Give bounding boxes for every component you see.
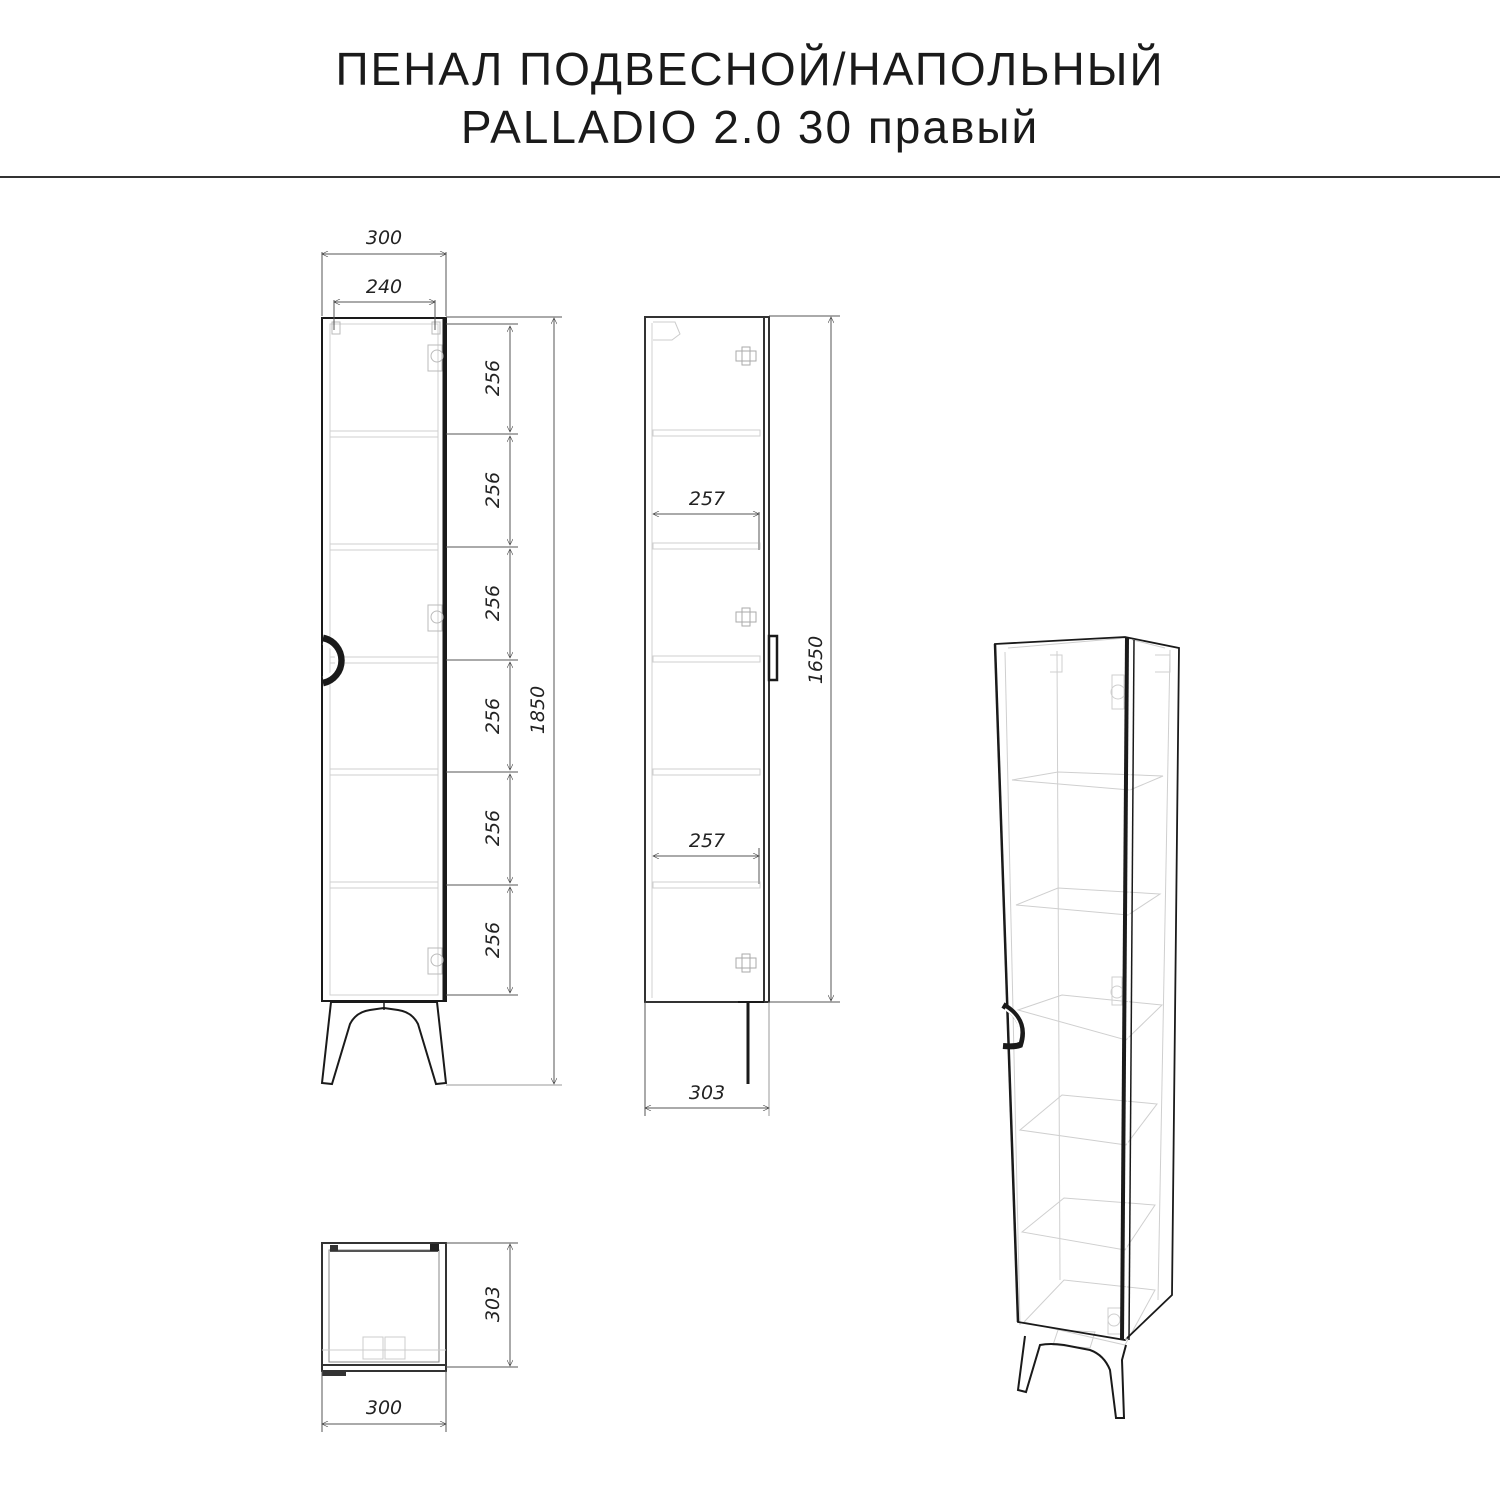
- dim-shelf-4: 256: [482, 698, 504, 734]
- dim-top-depth: 303: [482, 1286, 504, 1322]
- perspective-view: [993, 636, 1180, 1419]
- front-view: 300 240 256 256 256 256 256 256: [320, 227, 562, 1086]
- dim-width-total: 300: [366, 227, 402, 249]
- top-view: 303 300: [321, 1242, 518, 1432]
- dim-shelf-1: 256: [482, 360, 504, 396]
- dim-width-inner: 240: [366, 276, 402, 298]
- handle-icon: [1001, 1002, 1025, 1050]
- dim-inner-depth-lower: 257: [689, 830, 725, 852]
- side-view: 257 257 1650 303: [644, 315, 840, 1116]
- title-line-2: PALLADIO 2.0 30 правый: [460, 101, 1040, 153]
- dim-inner-depth-upper: 257: [689, 488, 725, 510]
- dim-height-total: 1850: [527, 686, 549, 734]
- dim-depth-total: 303: [689, 1082, 725, 1104]
- header-divider: [0, 176, 1500, 178]
- dim-top-width: 300: [366, 1397, 402, 1419]
- hinge-icon: [331, 321, 444, 975]
- dim-height-body: 1650: [805, 636, 827, 684]
- dim-shelf-3: 256: [482, 585, 504, 621]
- handle-icon: [767, 634, 779, 682]
- hinge-icon: [735, 346, 757, 973]
- dim-shelf-5: 256: [482, 810, 504, 846]
- handle-icon: [322, 634, 345, 687]
- title-line-1: ПЕНАЛ ПОДВЕСНОЙ/НАПОЛЬНЫЙ: [335, 43, 1165, 95]
- dim-shelf-2: 256: [482, 472, 504, 508]
- dim-shelf-6: 256: [482, 922, 504, 958]
